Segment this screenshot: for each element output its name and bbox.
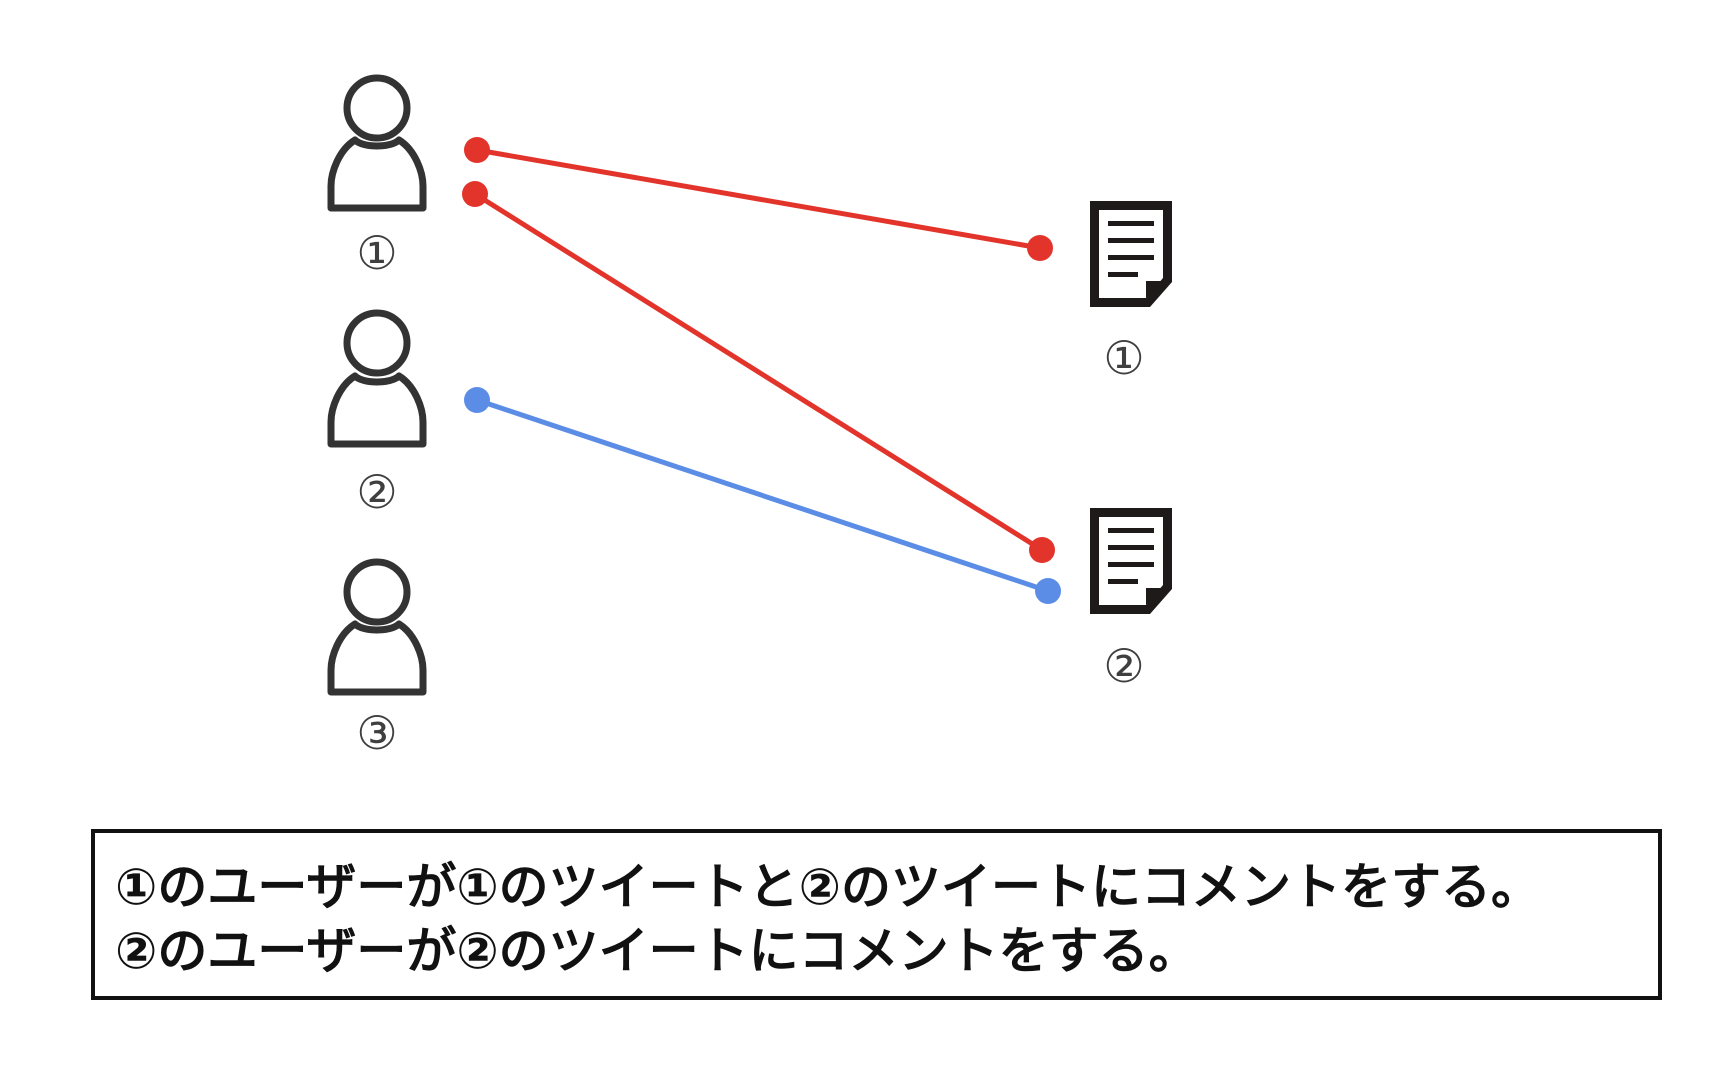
connection-user2-tweet2 [464,387,1061,604]
connector-dot [464,387,490,413]
user-3: ③ [327,558,427,760]
connector-dot [1035,578,1061,604]
tweet-label: ② [1103,639,1144,693]
connection-user1-tweet2 [462,181,1055,563]
person-icon [327,74,427,212]
person-icon [327,309,427,448]
document-icon [1090,508,1172,614]
connection-user1-tweet1 [464,137,1053,261]
tweet-2: ② [1090,508,1172,693]
user-label: ② [356,465,397,519]
user-1: ① [327,74,427,280]
caption-line-1: ①のユーザーが①のツイートと②のツイートにコメントをする。 [115,858,1542,916]
user-label: ③ [356,706,397,760]
tweet-label: ① [1103,331,1144,385]
connector-dot [462,181,488,207]
user-2: ② [327,309,427,519]
relationship-diagram: ① ② ③ ① [327,74,1172,760]
caption-box: ①のユーザーが①のツイートと②のツイートにコメントをする。 ②のユーザーが②のツ… [91,829,1662,1000]
document-icon [1090,201,1172,307]
caption-line-2: ②のユーザーが②のツイートにコメントをする。 [115,922,1199,980]
person-icon [327,558,427,696]
connections [462,137,1061,604]
connector-dot [1029,537,1055,563]
connector-dot [464,137,490,163]
connector-dot [1027,235,1053,261]
user-label: ① [356,226,397,280]
tweet-1: ① [1090,201,1172,385]
